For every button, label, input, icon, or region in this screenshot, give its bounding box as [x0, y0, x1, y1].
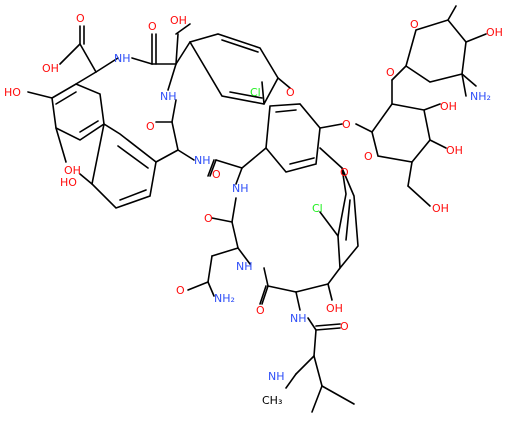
sugar1-ring-o-label: O [364, 150, 373, 163]
carbonyl-o-4-label: O [204, 212, 213, 225]
sugar2-oh-label: OH [486, 26, 503, 39]
carboxyl-o-label: O [76, 12, 85, 25]
carboxyl-oh-label: OH [42, 62, 59, 75]
cl-2-label: Cl [312, 202, 323, 215]
carbonyl-o-6-label: O [340, 320, 349, 333]
ether-o-glyco-label: O [342, 118, 351, 131]
oh-beta-1-label: OH [170, 14, 187, 27]
sugar2-ring-o-label: O [410, 18, 419, 31]
ether-o-1-label: O [286, 86, 295, 99]
ether-o-2-label: O [340, 166, 349, 179]
oh-resorcinol-1-label: HO [4, 86, 21, 99]
sugar2-nh2-label: NH₂ [470, 90, 491, 103]
amide-o-label: O [176, 284, 185, 297]
sugar2-link-o-label: O [386, 66, 395, 79]
nh-amide-5-label: NH [236, 260, 253, 273]
nh-amide-2-label: NH [160, 90, 177, 103]
nh-amide-4-label: NH [232, 182, 249, 195]
cl-1-label: Cl [250, 86, 261, 99]
nh-amide-3-label: NH [194, 154, 211, 167]
sugar1-oh-3-label: OH [440, 100, 457, 113]
oh-phenol-label: HO [60, 176, 77, 189]
sugar1-oh-6-label: OH [432, 202, 449, 215]
bonds [27, 5, 487, 413]
nh-methyl-label: NH [268, 370, 285, 383]
nh-amide-6-label: NH [290, 312, 307, 325]
carbonyl-o-5-label: O [256, 304, 265, 317]
oh-resorcinol-2-label: OH [64, 164, 81, 177]
oh-beta-2-label: OH [326, 302, 343, 315]
carbonyl-o-1-label: O [148, 20, 157, 33]
carbonyl-o-3-label: O [212, 168, 221, 181]
nh-amide-1-label: NH [114, 52, 131, 65]
carbonyl-o-2-label: O [146, 120, 155, 133]
amide-nh2-label: NH₂ [214, 292, 235, 305]
methyl-ch3-label: CH₃ [262, 394, 282, 407]
atom-labels: OH O NH O OH NH O Cl O O HO OH HO NH O N… [4, 12, 503, 407]
sugar1-oh-4-label: OH [446, 144, 463, 157]
